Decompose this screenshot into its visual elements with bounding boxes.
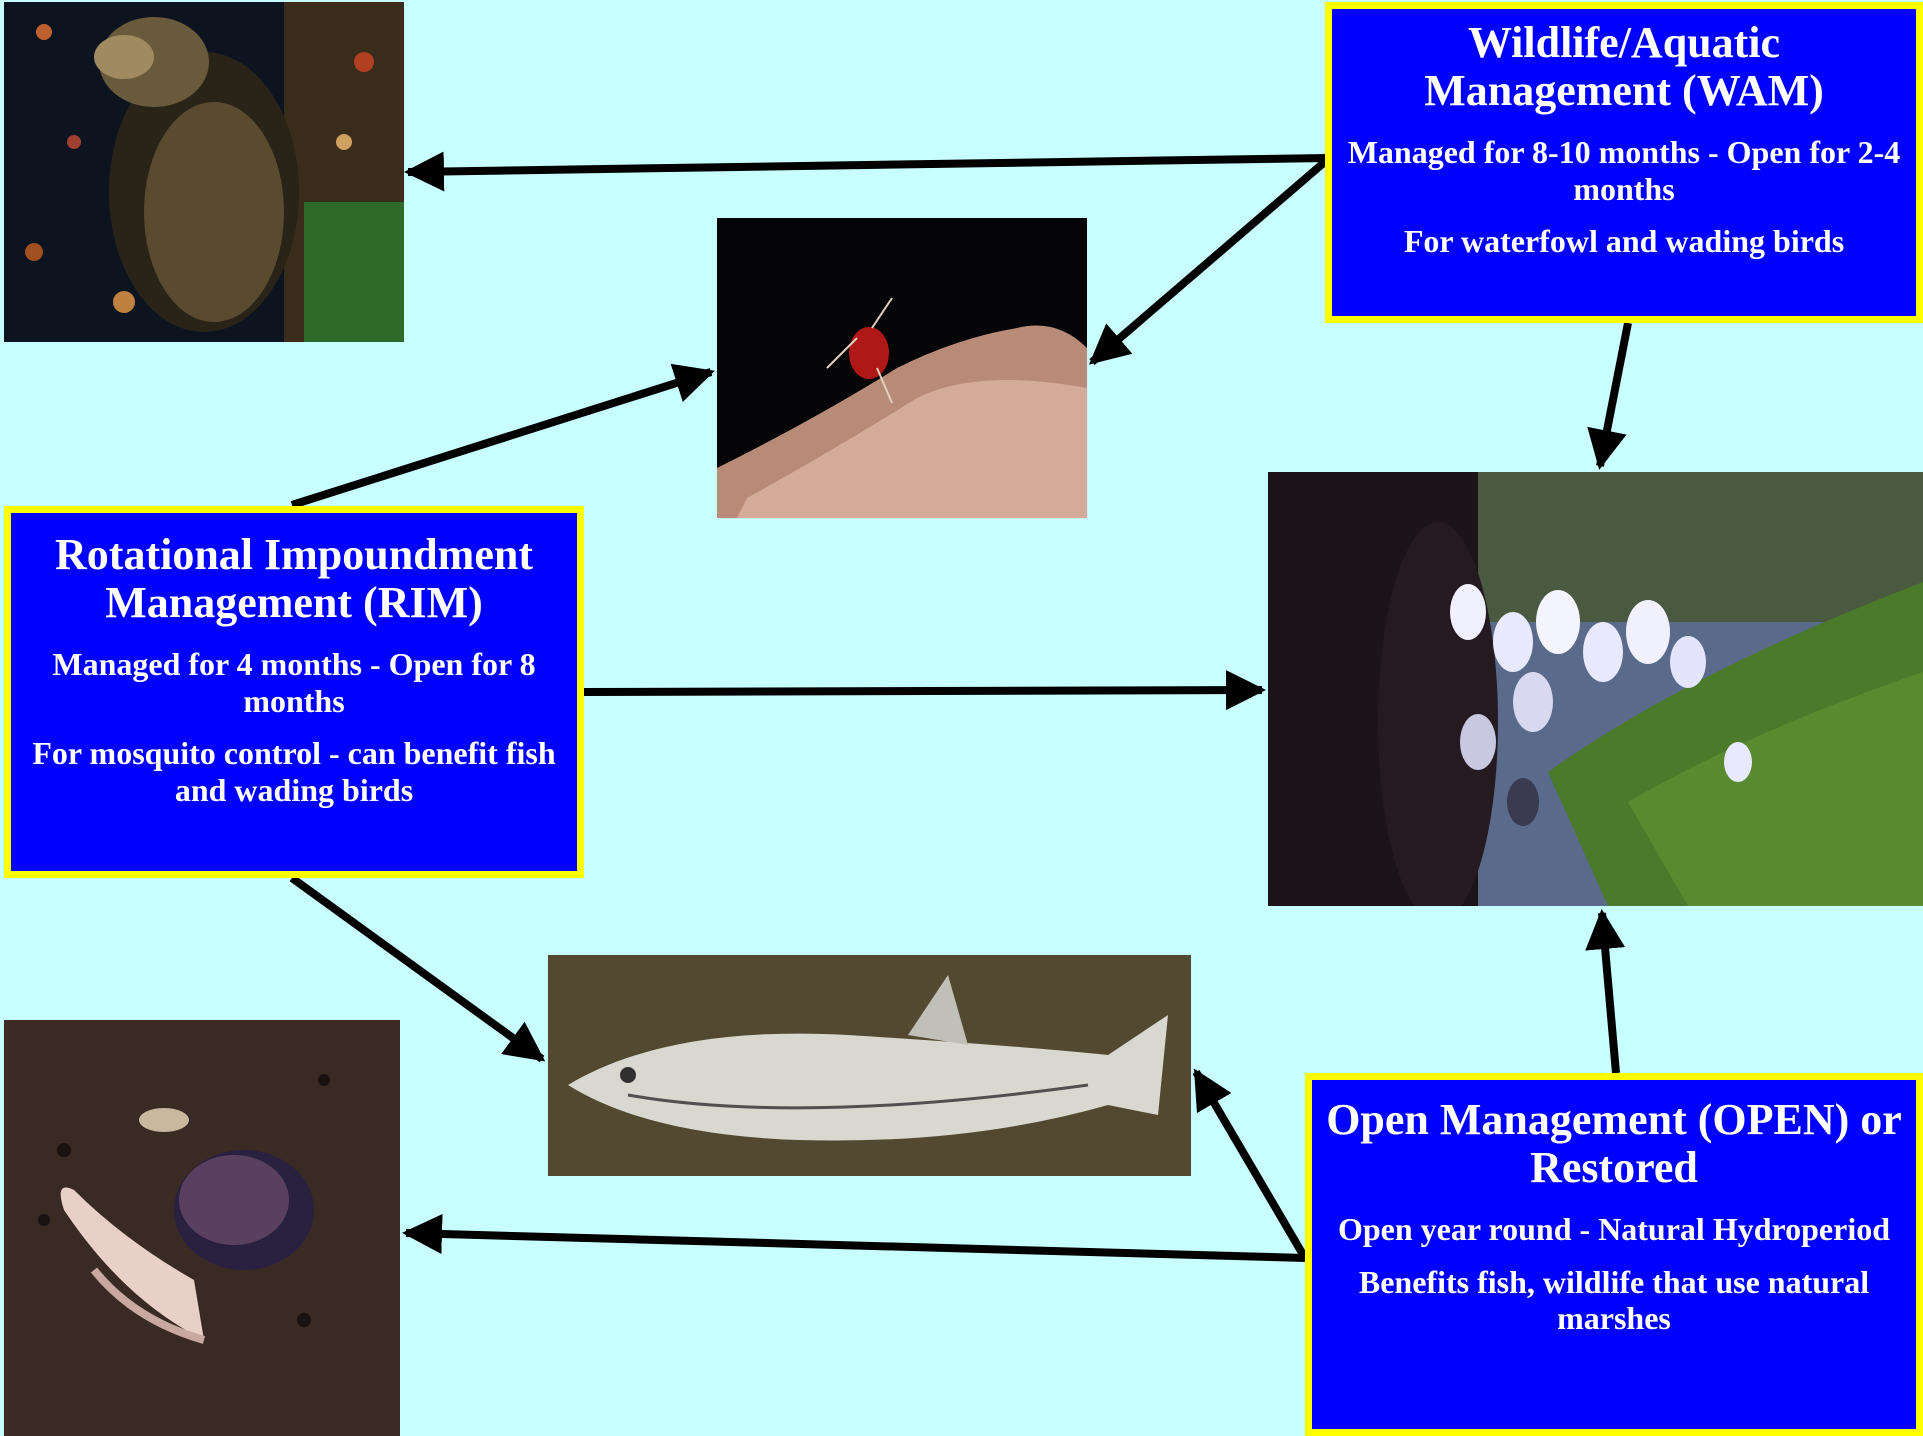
fiddler-crab-photo [4,1020,400,1436]
open-box: Open Management (OPEN) or Restored Open … [1305,1073,1923,1436]
arrow-wam-to-mosquito [1092,160,1327,362]
rim-schedule: Managed for 4 months - Open for 8 months [25,646,563,720]
open-purpose: Benefits fish, wildlife that use natural… [1326,1264,1902,1338]
wading-birds-photo [1268,472,1923,906]
arrow-wam-to-birds [1600,323,1628,466]
wam-schedule: Managed for 8-10 months - Open for 2-4 m… [1346,134,1902,208]
mosquito-photo [717,218,1087,518]
wam-title: Wildlife/Aquatic Management (WAM) [1346,19,1902,116]
rim-title: Rotational Impoundment Management (RIM) [25,531,563,628]
rim-box: Rotational Impoundment Management (RIM) … [4,506,584,878]
wam-box: Wildlife/Aquatic Management (WAM) Manage… [1325,2,1923,323]
open-schedule: Open year round - Natural Hydroperiod [1326,1211,1902,1248]
rim-purpose: For mosquito control - can benefit fish … [25,735,563,809]
arrow-open-to-fish [1196,1072,1305,1258]
arrow-rim-to-mosquito [292,372,711,505]
arrow-open-to-crab [406,1233,1305,1258]
duck-photo [4,2,404,342]
arrow-wam-to-duck [408,158,1327,172]
arrow-open-to-birds [1602,913,1616,1073]
wam-purpose: For waterfowl and wading birds [1346,223,1902,260]
arrow-rim-to-birds [583,690,1262,692]
open-title: Open Management (OPEN) or Restored [1326,1096,1902,1193]
snook-fish-photo [548,955,1191,1176]
